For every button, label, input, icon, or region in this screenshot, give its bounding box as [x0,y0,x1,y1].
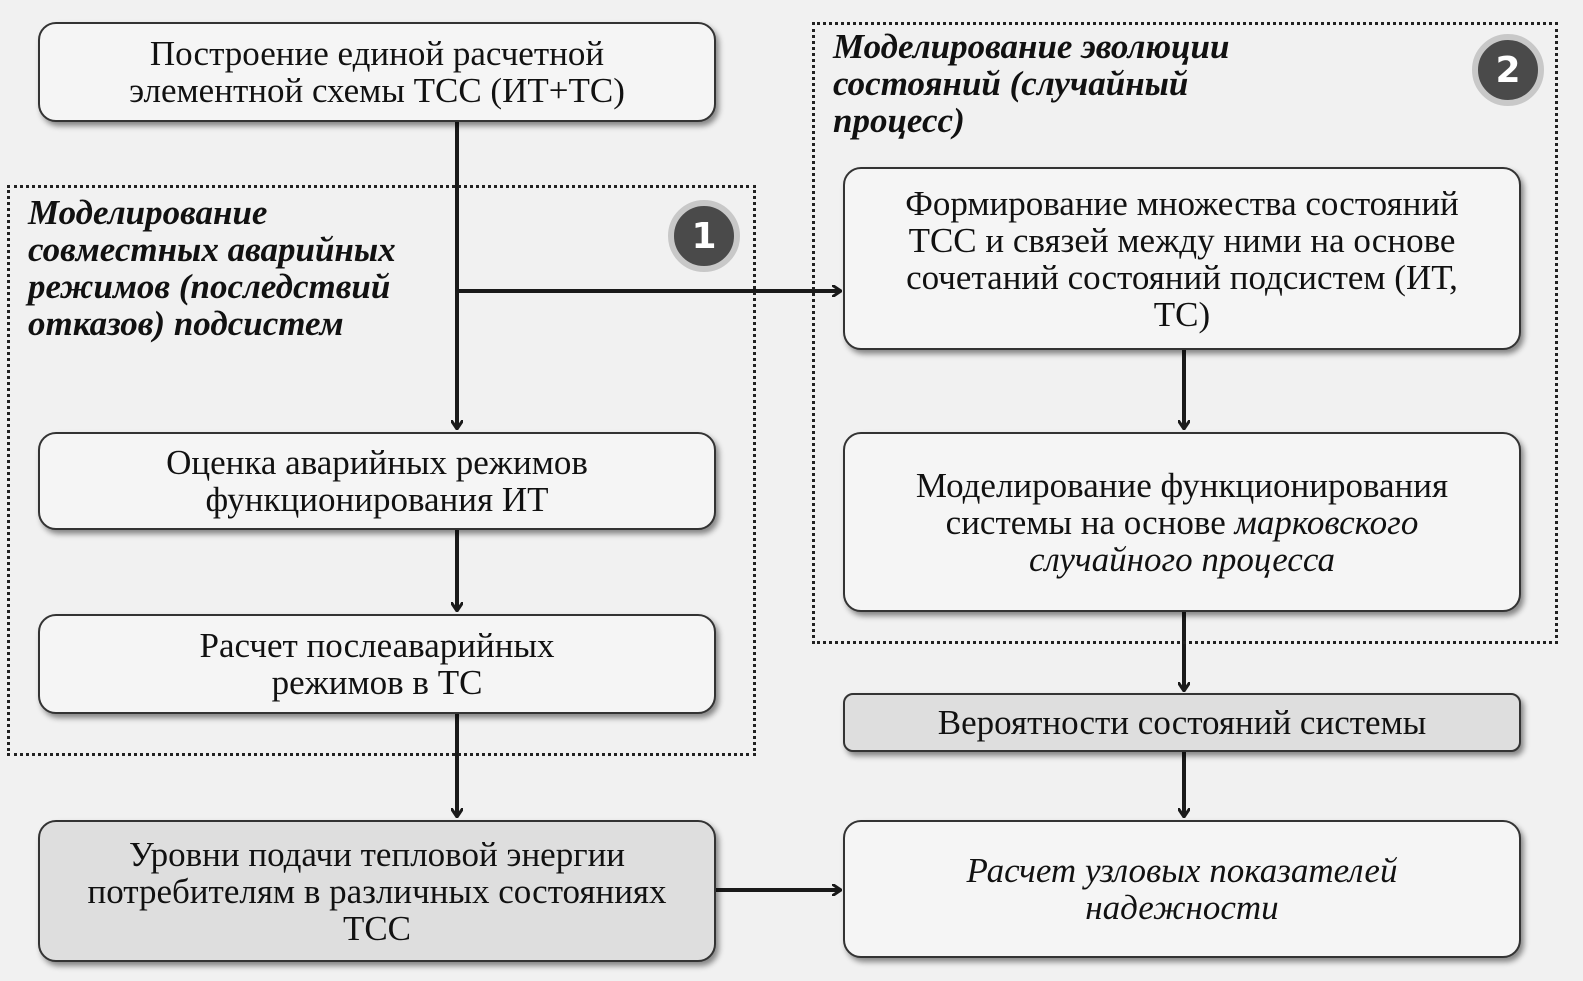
region-joint-emergency-modeling [7,185,756,756]
box-text: Расчет узловых показателей надежности [966,851,1398,927]
box-text: Расчет послеаварийных режимов в ТС [199,626,555,702]
model-prefix: Моделирование функционирования системы н… [915,465,1449,542]
box-text: Уровни подачи тепловой энергии потребите… [87,834,667,948]
box-markov-model: Моделирование функционирования системы н… [843,432,1521,612]
box-text: Моделирование функционирования системы н… [855,467,1509,578]
box-text: Формирование множества состояний ТСС и с… [905,183,1459,334]
box-reliability-indices: Расчет узловых показателей надежности [843,820,1521,958]
box-text: Вероятности состояний системы [937,703,1427,742]
region-state-evolution-modeling [812,22,1558,644]
region1-title: Моделирование совместных аварийных режим… [28,193,396,343]
box-build-scheme: Построение единой расчетной элементной с… [38,22,716,122]
box-supply-levels: Уровни подачи тепловой энергии потребите… [38,820,716,962]
box-state-probabilities: Вероятности состояний системы [843,693,1521,752]
box-text: Оценка аварийных режимов функционировани… [166,443,588,519]
box-form-states: Формирование множества состояний ТСС и с… [843,167,1521,350]
badge-1: 1 [668,200,740,272]
region2-title: Моделирование эволюции состояний (случай… [833,27,1230,140]
badge-2: 2 [1472,34,1544,106]
model-italic: марковского случайного процесса [1029,502,1419,579]
box-text: Построение единой расчетной элементной с… [129,34,625,110]
box-post-emergency: Расчет послеаварийных режимов в ТС [38,614,716,714]
box-assess-modes: Оценка аварийных режимов функционировани… [38,432,716,530]
